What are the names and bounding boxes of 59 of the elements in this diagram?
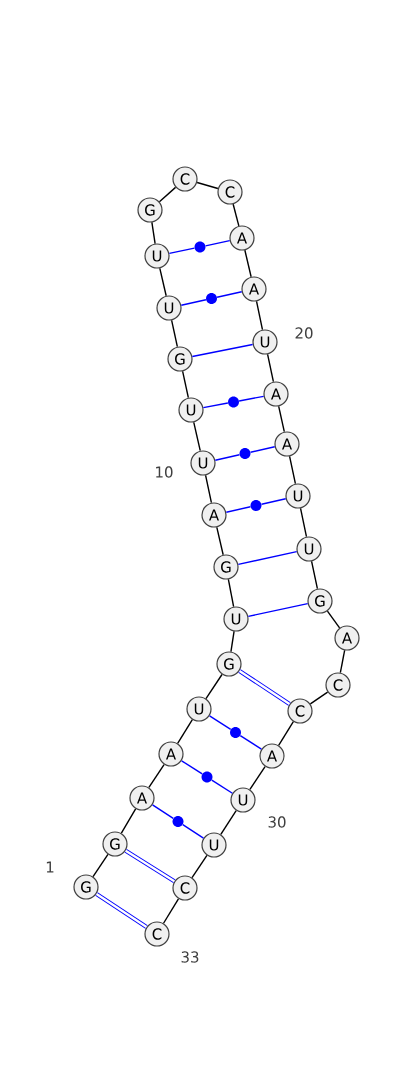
base-pair-line	[238, 395, 265, 402]
backbone-line	[249, 765, 266, 791]
base-pair-line	[180, 760, 203, 775]
backbone-line	[159, 267, 167, 297]
backbone-line	[244, 249, 252, 278]
base-pair-line	[239, 734, 263, 750]
position-number: 33	[181, 951, 199, 963]
backbone-line	[193, 421, 201, 452]
base-pair-line	[211, 779, 234, 794]
backbone-line	[310, 560, 319, 590]
backbone-line	[196, 181, 219, 190]
backbone-line	[339, 649, 346, 674]
backbone-line	[266, 353, 275, 383]
base-pair-line	[237, 550, 298, 566]
base-pair-line	[124, 848, 176, 884]
backbone-line	[232, 203, 240, 227]
backbone-line	[191, 854, 208, 879]
position-number: 30	[268, 816, 286, 828]
backbone-line	[255, 300, 264, 331]
base-pair-line	[151, 804, 174, 820]
backbone-line	[277, 721, 295, 746]
backbone-line	[299, 507, 308, 538]
position-number: 10	[156, 466, 173, 478]
backbone-line	[162, 898, 180, 924]
backbone-line	[176, 719, 194, 744]
base-pair-line	[168, 247, 196, 255]
base-pair-line	[214, 454, 241, 461]
base-pair-line	[238, 669, 291, 706]
base-pair-line	[216, 291, 243, 298]
base-pair-line	[204, 239, 231, 247]
backbone-line	[181, 370, 190, 399]
backbone-line	[227, 578, 235, 608]
base-pair-line	[247, 602, 309, 618]
backbone-line	[220, 809, 237, 836]
backbone-line	[288, 455, 297, 485]
backbone-line	[216, 526, 224, 556]
backbone-line	[170, 319, 179, 348]
backbone-line	[326, 610, 341, 629]
base-pair-line	[225, 506, 252, 513]
position-number: 1	[46, 861, 54, 873]
base-pair-line	[182, 823, 205, 839]
backbone-line	[92, 853, 109, 878]
backbone-line	[204, 474, 213, 504]
backbone-line	[278, 405, 285, 433]
backbone-line	[120, 808, 137, 834]
base-pair-line	[95, 892, 148, 929]
base-pair-line	[208, 715, 232, 731]
base-pair-line	[191, 343, 254, 358]
position-number: 20	[295, 327, 313, 339]
base-pair-line	[260, 498, 287, 505]
backbone-line	[151, 221, 156, 245]
backbone-line	[230, 630, 235, 653]
base-pair-line	[249, 446, 276, 453]
base-pair-line	[180, 299, 207, 306]
backbone-line	[148, 763, 165, 789]
backbone-line	[309, 691, 329, 705]
base-pair-line	[202, 402, 229, 409]
backbone-line	[158, 186, 177, 203]
backbone-line	[205, 673, 223, 700]
